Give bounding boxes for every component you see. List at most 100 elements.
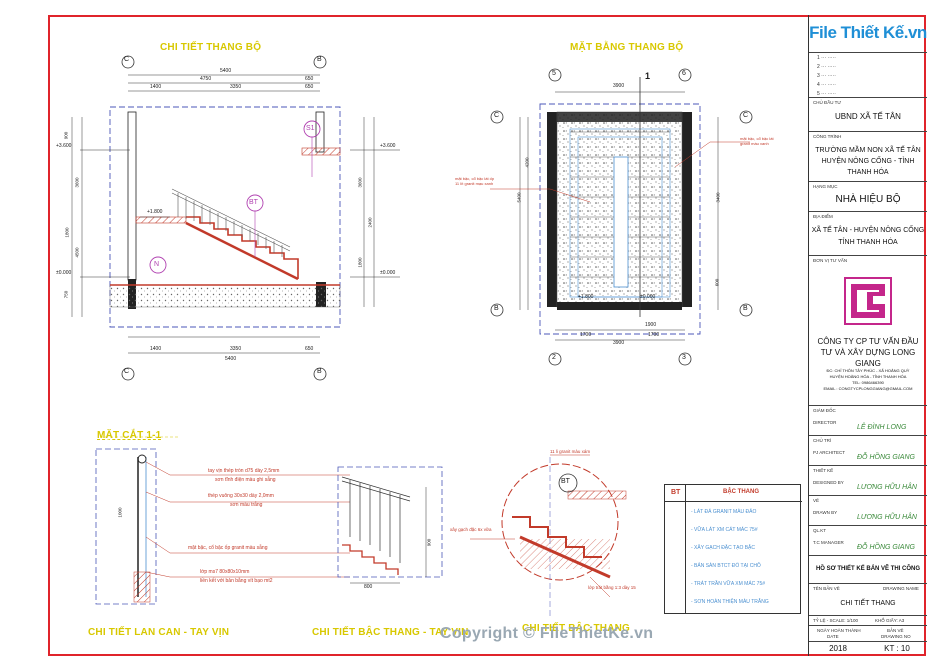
dim-label: 1700 bbox=[648, 332, 660, 338]
tread-detail-title: CHI TIẾT BẬC THANG - TAY VỊN bbox=[312, 627, 469, 638]
dim-label: 650 bbox=[305, 84, 314, 90]
scale-row: TỶ LỆ - SCALE: 1/100 KHỔ GIẤY: A3 bbox=[809, 616, 927, 626]
signature-name: ĐỖ HỒNG GIANG bbox=[857, 454, 915, 461]
owner-row: CHỦ ĐẦU TƯ UBND XÃ TẾ TÂN bbox=[809, 98, 927, 132]
company-logo-icon bbox=[844, 277, 892, 325]
dim-label: 4500 bbox=[74, 247, 80, 258]
scale-value: TỶ LỆ - SCALE: 1/100 bbox=[813, 618, 859, 623]
revision-row: 1 ··· ····· bbox=[817, 55, 836, 61]
site-logo: File Thiết Kế.vn bbox=[809, 23, 927, 42]
grid-label: 2 bbox=[552, 354, 556, 361]
role-row: GIÁM ĐỐC DIRECTOR LÊ ĐÌNH LONG bbox=[809, 406, 927, 436]
owner-name: UBND XÃ TẾ TÂN bbox=[835, 112, 901, 121]
legend-item: - LÁT ĐÁ GRANIT MÀU ĐẢO bbox=[691, 509, 757, 515]
revision-table: 1 ··· ····· 2 ··· ····· 3 ··· ····· 4 ··… bbox=[809, 53, 927, 98]
dim-label: 1900 bbox=[645, 322, 657, 328]
paper-size: KHỔ GIẤY: A3 bbox=[875, 618, 905, 623]
dim-label: 750 bbox=[63, 290, 69, 299]
legend-item: - VỮA LÁT XM CÁT MÁC 75# bbox=[691, 527, 758, 533]
dim-label: 4750 bbox=[200, 76, 212, 82]
role-row: QL.KT T.C MANAGER ĐỖ HỒNG GIANG bbox=[809, 526, 927, 556]
drawing-area bbox=[71, 55, 753, 617]
stair-plan-title: MẶT BẰNG THANG BỘ bbox=[570, 42, 684, 53]
stair-elevation bbox=[71, 55, 400, 381]
date-label-row: NGÀY HOÀN THÀNH DATE BẢN VẼ DRAWING NO bbox=[809, 626, 927, 642]
drawing-name: CHI TIẾT THANG bbox=[840, 600, 896, 607]
role-row: THIẾT KẾ DESIGNED BY LƯƠNG HỮU HÂN bbox=[809, 466, 927, 496]
logo-row: File Thiết Kế.vn bbox=[809, 15, 927, 53]
dim-label: 2400 bbox=[367, 217, 373, 228]
legend-item: - BẢN SÀN BTCT ĐỔ TẠI CHỖ bbox=[691, 563, 761, 569]
dim-label: 1800 bbox=[64, 227, 70, 238]
role-row: CHỦ TRÌ PJ ARCHITECT ĐỖ HỒNG GIANG bbox=[809, 436, 927, 466]
revision-row: 3 ··· ····· bbox=[817, 73, 836, 79]
section-1-1 bbox=[95, 436, 443, 605]
level-label: +1.800 bbox=[578, 294, 594, 300]
stair-detail-title: CHI TIẾT THANG BỘ bbox=[160, 42, 262, 53]
section-note: tay vịn thép tròn d75 dày 2,5mm bbox=[208, 468, 280, 474]
dim-label: 1800 bbox=[357, 257, 363, 268]
sheet-border bbox=[48, 15, 926, 656]
legend-table: BT BẬC THANG - LÁT ĐÁ GRANIT MÀU ĐẢO - V… bbox=[664, 484, 802, 614]
dim-label: 900 bbox=[426, 538, 432, 547]
grid-label-b-bottom: B bbox=[317, 368, 322, 375]
drawing-name-row: TÊN BẢN VẼ DRAWING NAME CHI TIẾT THANG bbox=[809, 584, 927, 616]
legend-item: - XÂY GẠCH ĐẶC TẠO BẬC bbox=[691, 545, 755, 551]
grid-label: 5 bbox=[552, 70, 556, 77]
level-label: ±0.000 bbox=[56, 270, 72, 276]
dim-label: 3350 bbox=[230, 84, 242, 90]
stair-plan bbox=[490, 68, 753, 366]
dim-label: 5400 bbox=[225, 356, 237, 362]
section-note: sơn màu trắng bbox=[230, 502, 263, 508]
section-note: thép vuông 30x30 dày 2,0mm bbox=[208, 493, 274, 499]
section-note: lớp ms7 80x80x10mm bbox=[200, 569, 250, 575]
revision-row: 4 ··· ····· bbox=[817, 82, 836, 88]
section-mark: 1 bbox=[645, 71, 651, 81]
doc-type: HỒ SƠ THIẾT KẾ BẢN VẼ THI CÔNG bbox=[815, 566, 921, 572]
marker-s1: S1 bbox=[306, 125, 315, 132]
grid-label: 6 bbox=[682, 70, 686, 77]
section-title: MẶT CẮT 1-1 bbox=[97, 430, 162, 441]
marker-n: N bbox=[154, 261, 160, 268]
consultant-row: ĐƠN VỊ TƯ VẤN CÔNG TY CP TƯ VẤN ĐẦU TƯ V… bbox=[809, 256, 927, 406]
legend-item: - SƠN HOÀN THIỆN MÀU TRẮNG bbox=[691, 599, 769, 605]
level-label: ±0.000 bbox=[640, 294, 656, 300]
project-name: TRƯỜNG MẦM NON XÃ TẾ TÂN HUYỆN NÔNG CỐNG… bbox=[815, 147, 921, 176]
dim-label: 900 bbox=[63, 131, 69, 140]
dim-label: 3600 bbox=[74, 177, 80, 188]
company-address: ĐC: CHỈ THÔN TÂY PHÚC - XÃ HOẰNG QUỲ bbox=[826, 368, 910, 373]
grid-label: 3 bbox=[682, 354, 686, 361]
signature-name: LƯƠNG HỮU HÂN bbox=[857, 484, 917, 491]
dim-label: 1400 bbox=[150, 346, 162, 352]
company-name: CÔNG TY CP TƯ VẤN ĐẦU TƯ VÀ XÂY DỰNG LON… bbox=[817, 337, 919, 368]
grid-label: B bbox=[494, 305, 499, 312]
dim-label: 600 bbox=[714, 278, 720, 287]
signature-name: ĐỖ HỒNG GIANG bbox=[857, 544, 915, 551]
marker-bt-detail: BT bbox=[561, 478, 570, 485]
step-note: lớp trát bằng 1:3 dày 15 bbox=[588, 585, 636, 590]
railing-detail-title: CHI TIẾT LAN CAN - TAY VỊN bbox=[88, 627, 230, 638]
item-row: HẠNG MỤC NHÀ HIỆU BỘ bbox=[809, 182, 927, 212]
dim-label: 4200 bbox=[524, 157, 530, 168]
marker-bt: BT bbox=[249, 199, 258, 206]
company-address: EMAIL : CONGTYCPLONGGIANG@GMAIL.COM bbox=[823, 386, 913, 391]
date-row: 2018 KT : 10 bbox=[809, 642, 927, 656]
item-name: NHÀ HIỆU BỘ bbox=[835, 194, 901, 205]
location-name: XÃ TẾ TÂN - HUYỆN NÔNG CỐNG TỈNH THANH H… bbox=[811, 227, 925, 246]
project-row: CÔNG TRÌNH TRƯỜNG MẦM NON XÃ TẾ TÂN HUYỆ… bbox=[809, 132, 927, 182]
revision-row: 2 ··· ····· bbox=[817, 64, 836, 70]
dim-label: 5400 bbox=[220, 68, 232, 74]
company-address: TEL: 0986466390 bbox=[852, 380, 884, 385]
step-note: 11 li granit màu xám bbox=[550, 449, 591, 454]
dim-label: 650 bbox=[305, 76, 314, 82]
dim-label: 1700 bbox=[580, 332, 592, 338]
step-detail bbox=[470, 454, 627, 617]
level-label: ±0.000 bbox=[380, 270, 396, 276]
grid-label: C bbox=[494, 112, 500, 119]
grid-label-c: C bbox=[124, 56, 130, 63]
section-note: sơn tĩnh điện màu ghi sẫng bbox=[215, 477, 276, 483]
grid-label-b: B bbox=[317, 56, 322, 63]
dim-label: 1000 bbox=[117, 507, 123, 518]
dim-label: 650 bbox=[305, 346, 314, 352]
